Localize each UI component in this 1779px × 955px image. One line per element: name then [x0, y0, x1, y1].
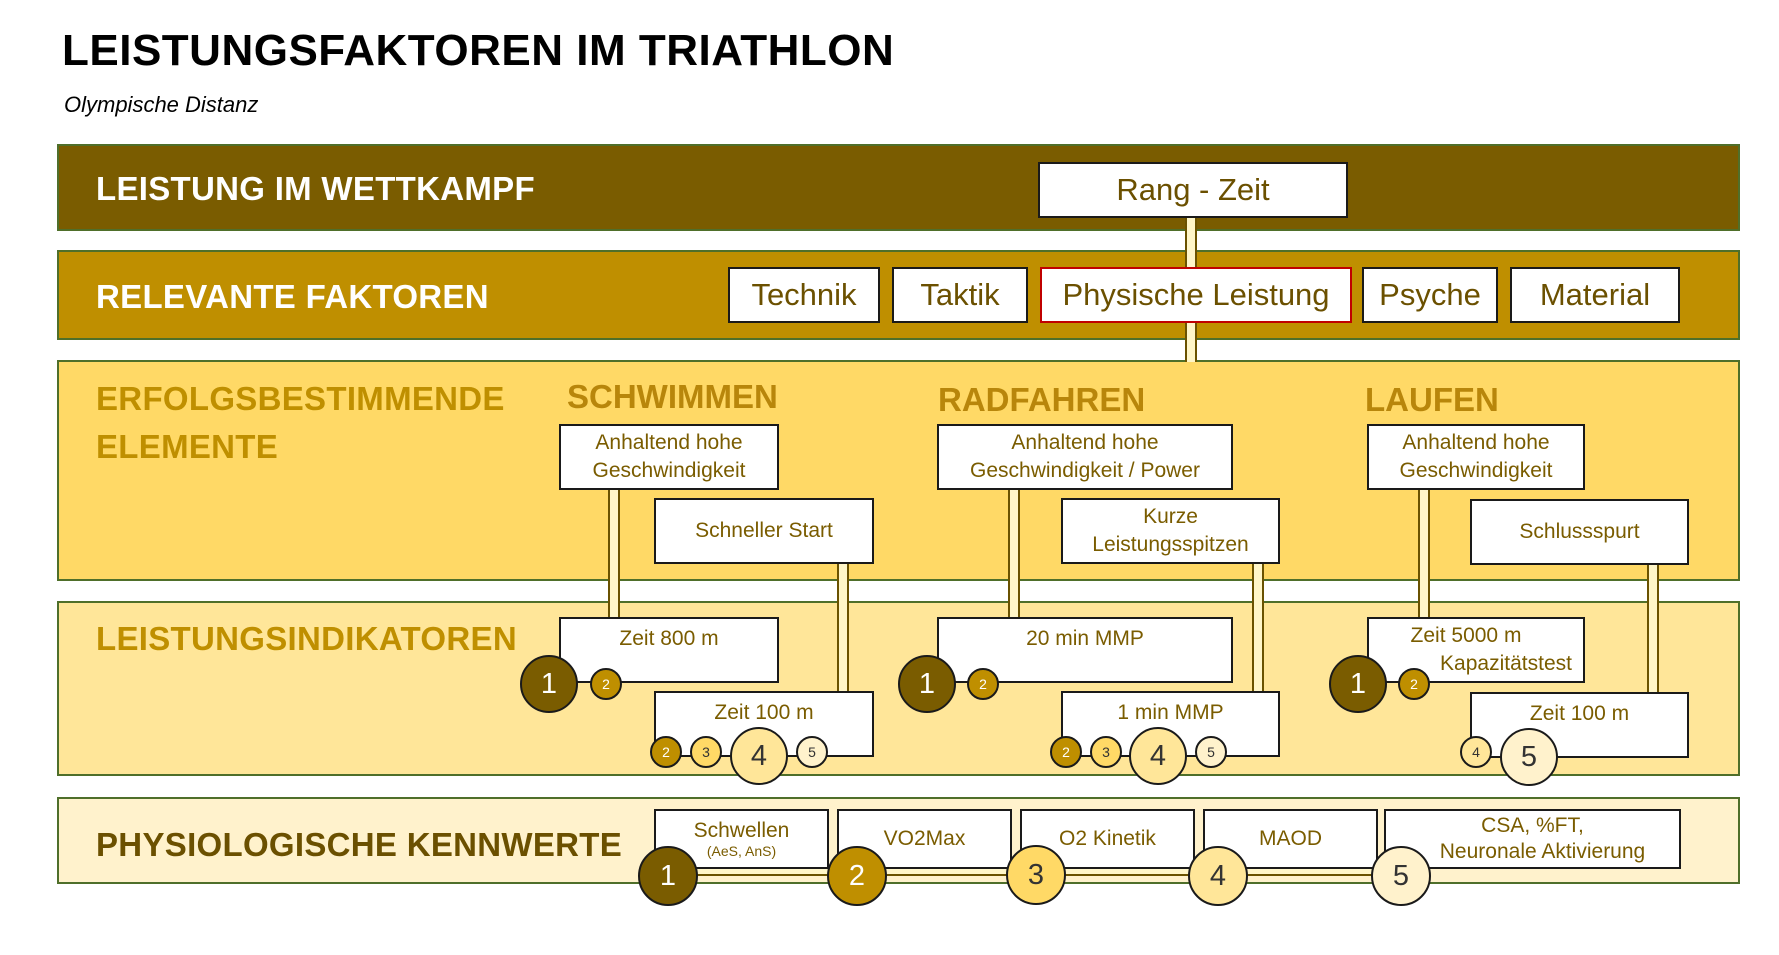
- badge-swim-800m-1: 1: [520, 655, 578, 713]
- physio-number-1: 1: [638, 846, 698, 906]
- connector-swim-b: [837, 563, 849, 693]
- factor-material: Material: [1510, 267, 1680, 323]
- badge-bike-1min-5: 5: [1195, 736, 1227, 768]
- physio-number-4: 4: [1188, 846, 1248, 906]
- connector-factors-elements: [1185, 322, 1197, 362]
- competition-box: Rang - Zeit: [1038, 162, 1348, 218]
- sport-heading-bike: RADFAHREN: [938, 381, 1146, 418]
- badge-bike-1min-4: 4: [1129, 727, 1187, 785]
- factor-taktik: Taktik: [892, 267, 1028, 323]
- element-bike-short-peaks: Kurze Leistungsspitzen: [1061, 498, 1280, 564]
- physio-number-2: 2: [827, 846, 887, 906]
- element-swim-fast-start: Schneller Start: [654, 498, 874, 564]
- physio-csa-ft-neural: CSA, %FT, Neuronale Aktivierung: [1384, 809, 1681, 869]
- connector-run-b: [1647, 563, 1659, 693]
- factor-technik: Technik: [728, 267, 880, 323]
- badge-run-5000m-2: 2: [1398, 668, 1430, 700]
- badge-swim-100m-3: 3: [690, 736, 722, 768]
- badge-swim-100m-5: 5: [796, 736, 828, 768]
- physio-maod: MAOD: [1203, 809, 1378, 869]
- physio-thresholds-label: Schwellen: [693, 819, 790, 842]
- sport-heading-run: LAUFEN: [1365, 381, 1499, 418]
- physio-csa-line2: Neuronale Aktivierung: [1439, 840, 1646, 863]
- factor-physische-leistung: Physische Leistung: [1040, 267, 1352, 323]
- badge-bike-1min-3: 3: [1090, 736, 1122, 768]
- element-run-sustained-speed: Anhaltend hohe Geschwindigkeit: [1367, 424, 1585, 490]
- band-label-elements-2: ELEMENTE: [96, 428, 279, 465]
- band-label-elements-1: ERFOLGSBESTIMMENDE: [96, 380, 505, 417]
- element-run-final-sprint: Schlussspurt: [1470, 499, 1689, 565]
- physio-number-3: 3: [1006, 845, 1066, 905]
- indicator-run-5000m-line1: Zeit 5000 m: [1410, 623, 1522, 647]
- badge-run-100m-4: 4: [1460, 736, 1492, 768]
- indicator-run-100m: Zeit 100 m: [1470, 692, 1689, 758]
- connector-bike-a: [1008, 488, 1020, 618]
- connector-run-a: [1418, 488, 1430, 618]
- element-swim-sustained-speed: Anhaltend hohe Geschwindigkeit: [559, 424, 779, 490]
- band-label-indicators: LEISTUNGSINDIKATOREN: [96, 620, 517, 657]
- badge-swim-100m-4: 4: [730, 727, 788, 785]
- badge-bike-20min-2: 2: [967, 668, 999, 700]
- badge-bike-1min-2: 2: [1050, 736, 1082, 768]
- page-title: LEISTUNGSFAKTOREN IM TRIATHLON: [62, 26, 895, 75]
- sport-heading-swim: SCHWIMMEN: [567, 378, 778, 415]
- indicator-swim-800m: Zeit 800 m: [559, 617, 779, 683]
- physio-thresholds-sub: (AeS, AnS): [706, 843, 777, 860]
- band-label-competition: LEISTUNG IM WETTKAMPF: [96, 170, 535, 207]
- physio-number-5: 5: [1371, 846, 1431, 906]
- badge-run-100m-5: 5: [1500, 728, 1558, 786]
- badge-bike-20min-1: 1: [898, 655, 956, 713]
- physio-vo2max: VO2Max: [837, 809, 1012, 869]
- connector-bike-b: [1252, 563, 1264, 693]
- badge-run-5000m-1: 1: [1329, 655, 1387, 713]
- connector-swim-a: [608, 488, 620, 618]
- page-subtitle: Olympische Distanz: [64, 92, 259, 117]
- indicator-run-5000m: Zeit 5000 m Kapazitätstest: [1367, 617, 1585, 683]
- element-bike-sustained-power: Anhaltend hohe Geschwindigkeit / Power: [937, 424, 1233, 490]
- factor-psyche: Psyche: [1362, 267, 1498, 323]
- band-competition: [57, 144, 1740, 231]
- badge-swim-800m-2: 2: [590, 668, 622, 700]
- indicator-run-5000m-line2: Kapazitätstest: [1440, 652, 1572, 675]
- physio-csa-line1: CSA, %FT,: [1481, 813, 1584, 837]
- badge-swim-100m-2: 2: [650, 736, 682, 768]
- connector-competition-factors: [1185, 217, 1197, 270]
- band-label-factors: RELEVANTE FAKTOREN: [96, 278, 489, 315]
- band-label-physio: PHYSIOLOGISCHE KENNWERTE: [96, 826, 623, 863]
